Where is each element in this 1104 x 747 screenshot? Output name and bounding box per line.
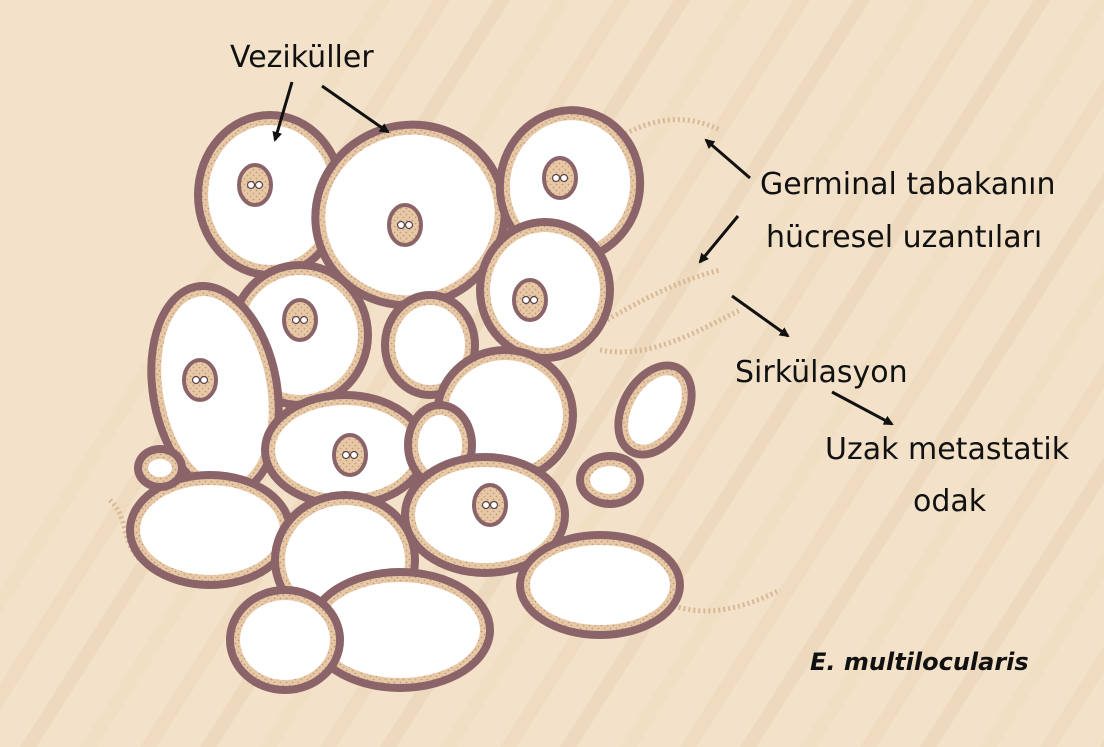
- protoscolex-icon: [334, 435, 366, 475]
- label-vesicles: Veziküller: [230, 40, 374, 76]
- vesicle: [516, 531, 684, 639]
- vesicle: [226, 586, 344, 694]
- protoscolex-icon: [284, 300, 316, 340]
- protoscolex-icon: [184, 360, 216, 400]
- label-germinal-line1: Germinal tabakanın: [760, 167, 1056, 203]
- vesicle: [576, 452, 644, 508]
- label-germinal-line2: hücresel uzantıları: [766, 220, 1042, 256]
- protoscolex-icon: [389, 205, 421, 245]
- label-metastasis-line1: Uzak metastatik: [825, 432, 1069, 468]
- label-metastasis-line2: odak: [913, 484, 986, 520]
- protoscolex-icon: [474, 485, 506, 525]
- species-name: E. multilocularis: [810, 648, 1029, 676]
- protoscolex-icon: [514, 280, 546, 320]
- protoscolex-icon: [239, 165, 271, 205]
- vesicle: [134, 445, 186, 491]
- label-circulation: Sirkülasyon: [735, 355, 908, 391]
- protoscolex-icon: [544, 158, 576, 198]
